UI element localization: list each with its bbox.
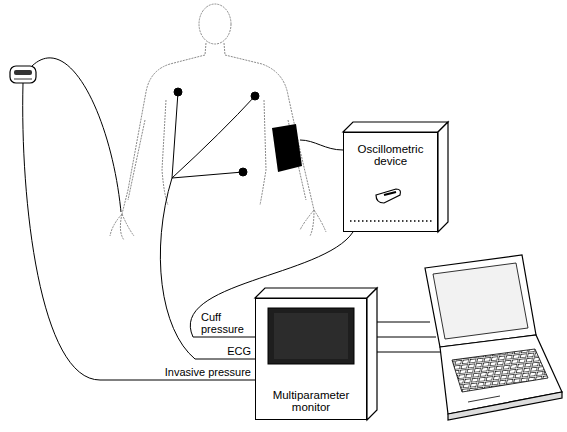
monitor-housing: [255, 288, 377, 420]
device-housing: [343, 122, 448, 232]
laptop-computer: [425, 255, 562, 420]
device-box: Oscillometric device: [343, 132, 438, 232]
human-figure: [110, 4, 326, 240]
signal-label: Invasive pressure: [164, 367, 252, 379]
bp-cuff: [272, 124, 343, 172]
signal-label: Cuff pressure: [200, 312, 252, 335]
box-label: Oscillometric device: [347, 143, 435, 167]
signal-label: ECG: [226, 346, 252, 358]
ecg-leads: [160, 88, 259, 359]
data-cables: [377, 322, 442, 352]
monitor-box: Multiparameter monitor: [255, 298, 367, 420]
pressure-transducer: [10, 58, 255, 380]
box-label: Multiparameter monitor: [265, 389, 357, 413]
